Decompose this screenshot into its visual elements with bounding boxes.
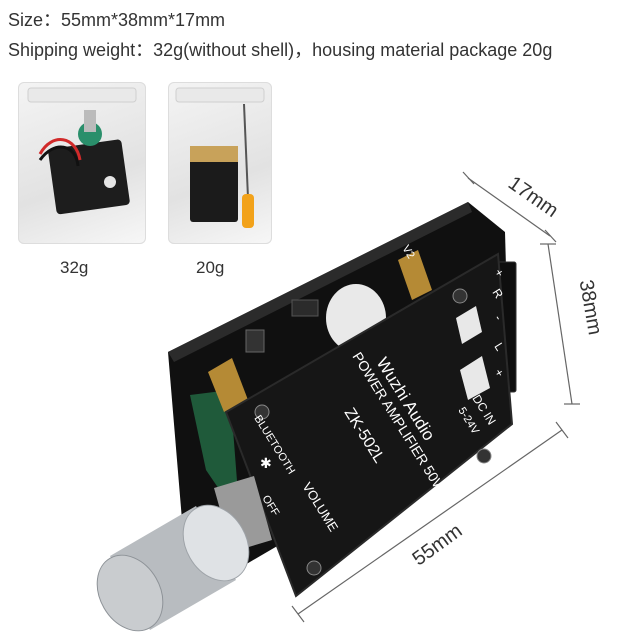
shipping-weight-spec: Shipping weight：32g(without shell)，housi… [8, 40, 553, 60]
package-bag-without-shell [18, 82, 146, 244]
volume-knob [96, 504, 250, 632]
minus-terminal-label: - [491, 312, 505, 323]
speaker-icon [456, 306, 490, 400]
dimension-lines [291, 171, 580, 623]
package-weight-label-20g: 20g [196, 258, 225, 277]
amplifier-in-bag-image [27, 87, 137, 215]
size-spec: Size：55mm*38mm*17mm [8, 10, 226, 30]
package-bag-housing [168, 82, 272, 244]
housing-in-bag-image [175, 87, 265, 228]
package-weight-label-32g: 32g [60, 258, 89, 277]
bluetooth-icon: ✱ [260, 455, 272, 471]
